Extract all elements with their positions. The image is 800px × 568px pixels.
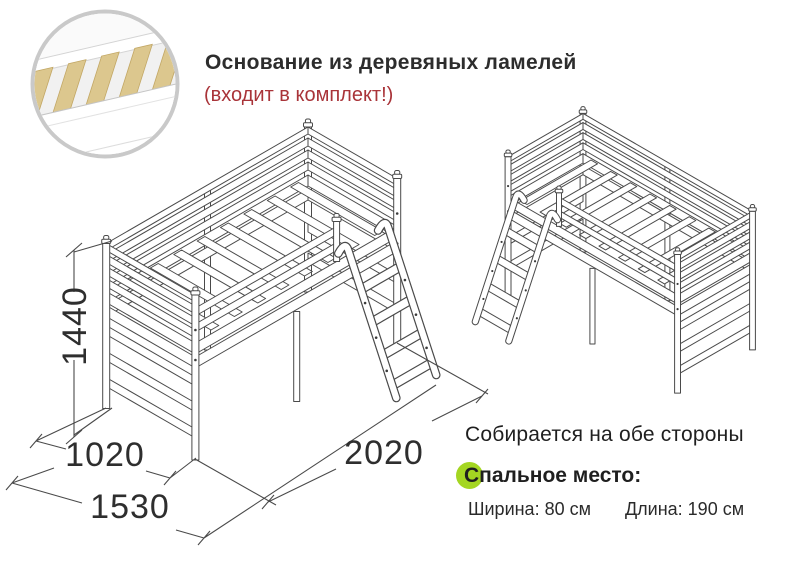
- header-title: Основание из деревяных ламелей: [205, 51, 577, 74]
- frame-side: [34, 70, 176, 155]
- bed-part: [494, 255, 532, 281]
- dim-width-line: [35, 440, 171, 479]
- bed-part: [578, 193, 657, 240]
- bed-part: [243, 209, 337, 263]
- bed-part: [290, 182, 383, 236]
- bed-part: [749, 210, 756, 351]
- dimension-lines: 1440 1020 1530 2020: [5, 240, 489, 546]
- bolt-dot: [414, 313, 418, 316]
- post-cap: [303, 122, 313, 128]
- dim-footprint-line: [11, 482, 205, 539]
- bed-part: [358, 263, 403, 293]
- bolt-dot: [403, 278, 407, 282]
- dim-length-label: 2020: [344, 434, 424, 472]
- bed-part: [559, 182, 638, 228]
- bed-part: [335, 243, 400, 402]
- bolt-dot: [515, 317, 518, 320]
- dim-footprint-label: 1530: [90, 488, 170, 526]
- bed-part: [477, 308, 515, 334]
- bolt-dot: [676, 282, 679, 286]
- header-note: (входит в комплект!): [204, 84, 394, 106]
- bed-part: [220, 222, 313, 277]
- bed-part: [196, 236, 290, 290]
- assembly-note: Собирается на обе стороны: [465, 423, 744, 446]
- post-cap: [392, 173, 403, 180]
- sleeping-width: Ширина: 80 см: [468, 499, 591, 519]
- bed-part: [379, 329, 424, 360]
- bolt-dot: [533, 260, 537, 263]
- bed-part: [173, 249, 267, 304]
- bolt-dot: [194, 358, 197, 362]
- post-cap: [673, 250, 682, 256]
- bed-part: [618, 216, 697, 262]
- bed-part: [472, 191, 527, 325]
- bed-part: [389, 359, 434, 390]
- dim-length-line: [267, 395, 483, 503]
- sleeping-place-sizes: Ширина: 80 см Длина: 190 см: [468, 499, 744, 520]
- bed-drawing-right: [471, 106, 757, 394]
- post-cap: [503, 152, 513, 158]
- bed-part: [102, 243, 111, 409]
- bed-part: [191, 294, 200, 461]
- bolt-dot: [374, 336, 378, 339]
- dim-width-ticks: [29, 407, 197, 486]
- post-cap: [748, 207, 757, 212]
- bed-part: [293, 311, 301, 402]
- wood-slats: [34, 36, 176, 121]
- post-cap: [578, 109, 588, 114]
- green-accent-dot: [456, 462, 483, 489]
- bolt-dot: [363, 301, 367, 305]
- dim-height-label: 1440: [56, 286, 94, 366]
- bolt-dot: [676, 308, 679, 311]
- bolt-dot: [385, 369, 389, 373]
- bed-part: [589, 267, 596, 345]
- bed-part: [485, 283, 523, 309]
- bed-part: [503, 227, 541, 253]
- bed-part: [369, 296, 414, 326]
- sleeping-place-title: Спальное место:: [464, 464, 642, 487]
- post-cap: [331, 216, 342, 223]
- dim-footprint-ticks: [5, 384, 437, 546]
- bolt-dot: [194, 328, 197, 332]
- bolt-dot: [425, 346, 428, 350]
- bolt-dot: [524, 289, 527, 292]
- bolt-dot: [500, 240, 503, 244]
- dim-width-label: 1020: [65, 436, 145, 474]
- dim-length-ticks: [194, 342, 489, 510]
- bolt-dot: [491, 269, 494, 273]
- bolt-dot: [482, 297, 485, 301]
- dim-height-ticks: [65, 240, 113, 445]
- bed-part: [375, 220, 440, 379]
- post-cap: [554, 188, 564, 194]
- bed-part: [674, 254, 681, 394]
- bed-drawing-left: [101, 118, 441, 461]
- bed-part: [506, 210, 561, 344]
- post-cap: [190, 290, 201, 296]
- bolt-dot: [395, 212, 399, 215]
- sleeping-length: Длина: 190 см: [624, 499, 745, 519]
- bed-part: [519, 159, 598, 205]
- bed-part: [598, 204, 677, 251]
- bolt-dot: [506, 184, 510, 188]
